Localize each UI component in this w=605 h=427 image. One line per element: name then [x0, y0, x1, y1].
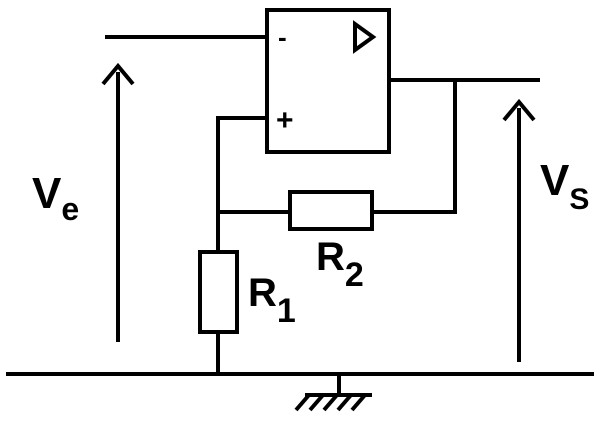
- non-inverting-input-symbol: +: [276, 104, 294, 137]
- resistor-r1: [198, 250, 239, 334]
- ve-label: Ve: [32, 169, 79, 227]
- ve-label-sub: e: [61, 191, 79, 227]
- ve-arrow-icon: [101, 62, 135, 342]
- vs-arrow-icon: [502, 98, 536, 362]
- wires: [6, 35, 594, 376]
- r1-label-main: R: [248, 271, 277, 315]
- triangle-icon: [353, 20, 377, 54]
- resistor-r2: [288, 190, 374, 231]
- r1-label-sub: 1: [277, 292, 296, 330]
- ground-icon: [294, 374, 372, 412]
- inverting-input-symbol: -: [278, 22, 287, 52]
- r2-label-main: R: [316, 235, 345, 279]
- r2-label: R2: [316, 235, 364, 294]
- ve-label-main: V: [32, 169, 62, 218]
- r2-label-sub: 2: [345, 256, 364, 294]
- vs-label-main: V: [540, 156, 570, 205]
- op-amp: - +: [265, 8, 391, 154]
- vs-label-sub: S: [569, 183, 589, 216]
- vs-label: VS: [540, 156, 589, 216]
- r1-label: R1: [248, 271, 296, 330]
